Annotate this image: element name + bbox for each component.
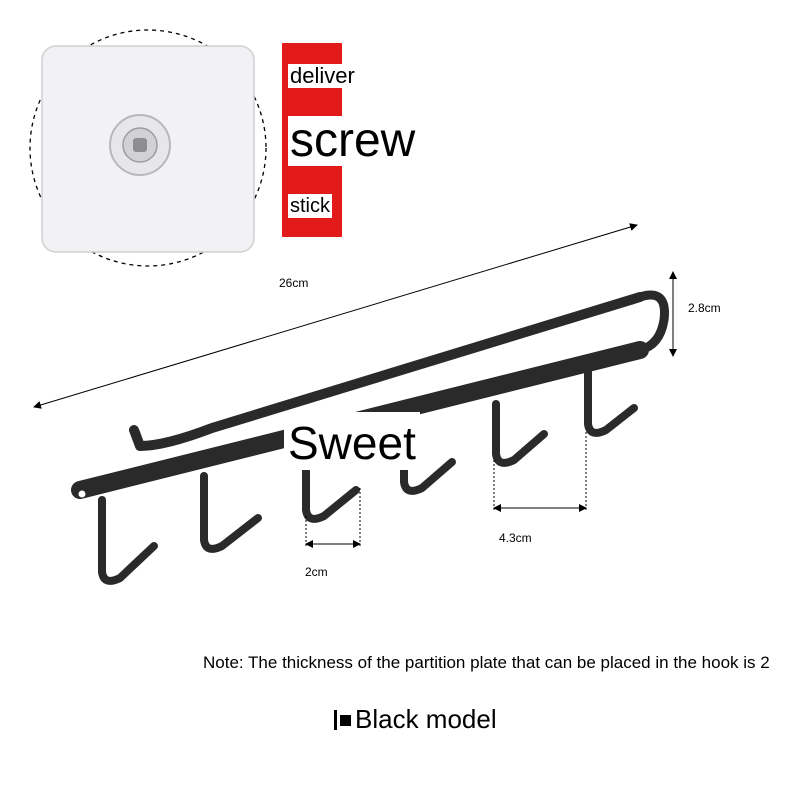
height-dimension-label: 2.8cm (688, 301, 721, 315)
top-clip-bar (129, 292, 645, 451)
length-dimension-label: 26cm (279, 276, 309, 290)
hook-3 (302, 450, 360, 523)
clip-bend (635, 290, 669, 355)
thickness-note: Note: The thickness of the partition pla… (203, 653, 770, 672)
hook-opening-label: 2cm (305, 565, 328, 579)
screw-head (133, 138, 147, 152)
label-deliver: deliver (288, 63, 357, 88)
label-sweet: Sweet (284, 412, 420, 470)
label-screw: screw (288, 114, 418, 167)
mounting-hole (78, 490, 86, 498)
hook-2 (200, 472, 262, 553)
length-dimension-line (33, 223, 638, 409)
hook-4 (400, 428, 456, 495)
variant-option: Black model (333, 704, 497, 735)
hook-1 (98, 496, 158, 585)
hook-spacing-label: 4.3cm (499, 531, 532, 545)
adhesive-pad-inset (29, 29, 267, 267)
label-stick: stick (288, 194, 332, 218)
color-swatch-icon (333, 709, 353, 731)
hook-5 (492, 400, 548, 467)
hook-6 (584, 368, 638, 437)
variant-label: Black model (355, 704, 497, 734)
